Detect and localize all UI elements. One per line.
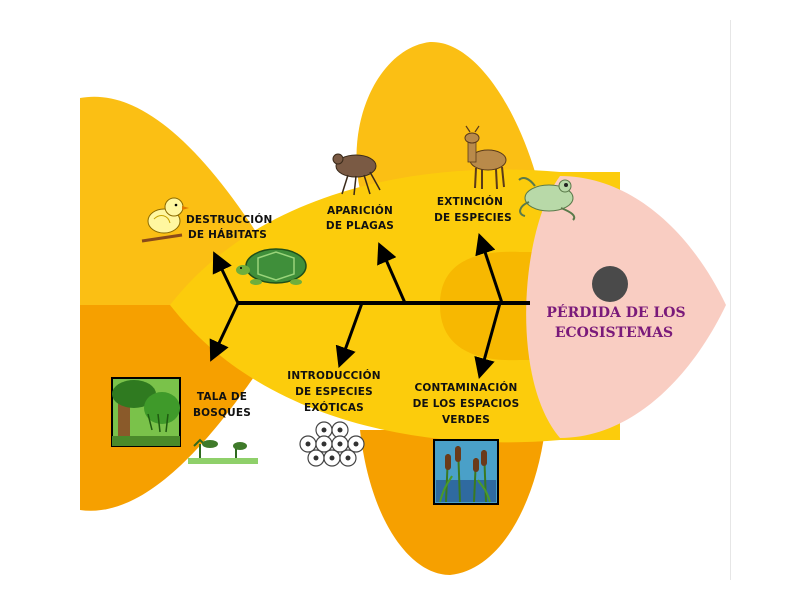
cause-introduccion-line-3: EXÓTICAS [304, 401, 364, 414]
frog-icon [518, 177, 576, 221]
tail-bone-lower [209, 302, 240, 362]
flea-icon [332, 153, 381, 196]
cause-contaminacion-line-3: VERDES [442, 414, 490, 426]
cause-plagas-line-2: DE PLAGAS [326, 220, 394, 232]
right-edge-line [730, 20, 731, 580]
cause-introduccion-line-2: DE ESPECIES [295, 386, 373, 398]
plants-strip-icon [188, 438, 258, 464]
tail-bone-upper [212, 251, 240, 304]
cause-contaminacion-line-2: DE LOS ESPACIOS [413, 398, 520, 410]
cause-extincion-line-1: EXTINCIÓN [437, 195, 503, 208]
cause-plagas-line-1: APARICIÓN [327, 204, 393, 217]
cause-tala-line-1: TALA DE [197, 391, 247, 403]
fish-head [526, 176, 726, 438]
effect-line-1: PÉRDIDA DE LOS [546, 303, 685, 321]
fish-eye [592, 266, 628, 302]
fish-body [170, 169, 620, 443]
bone-contaminacion [474, 302, 502, 380]
cause-tala-line-2: BOSQUES [193, 407, 251, 419]
cause-introduccion-line-1: INTRODUCCIÓN [287, 369, 381, 382]
deer-icon [464, 125, 507, 190]
turtle-icon [236, 248, 307, 285]
bone-extincion [475, 233, 504, 304]
bird-icon [141, 197, 189, 243]
cause-destruccion-line-1: DESTRUCCIÓN [186, 213, 272, 226]
cause-extincion-line-2: DE ESPECIES [434, 212, 512, 224]
cattails-icon [433, 439, 499, 505]
cause-contaminacion-line-1: CONTAMINACIÓN [414, 381, 517, 394]
bone-plagas [377, 242, 407, 304]
forest-icon [111, 377, 181, 447]
eggs-icon [299, 421, 365, 467]
cause-destruccion-line-2: DE HÁBITATS [188, 228, 267, 241]
bone-introduccion [335, 302, 364, 368]
dorsal-fin-top [356, 41, 540, 191]
effect-line-2: ECOSISTEMAS [555, 325, 673, 341]
